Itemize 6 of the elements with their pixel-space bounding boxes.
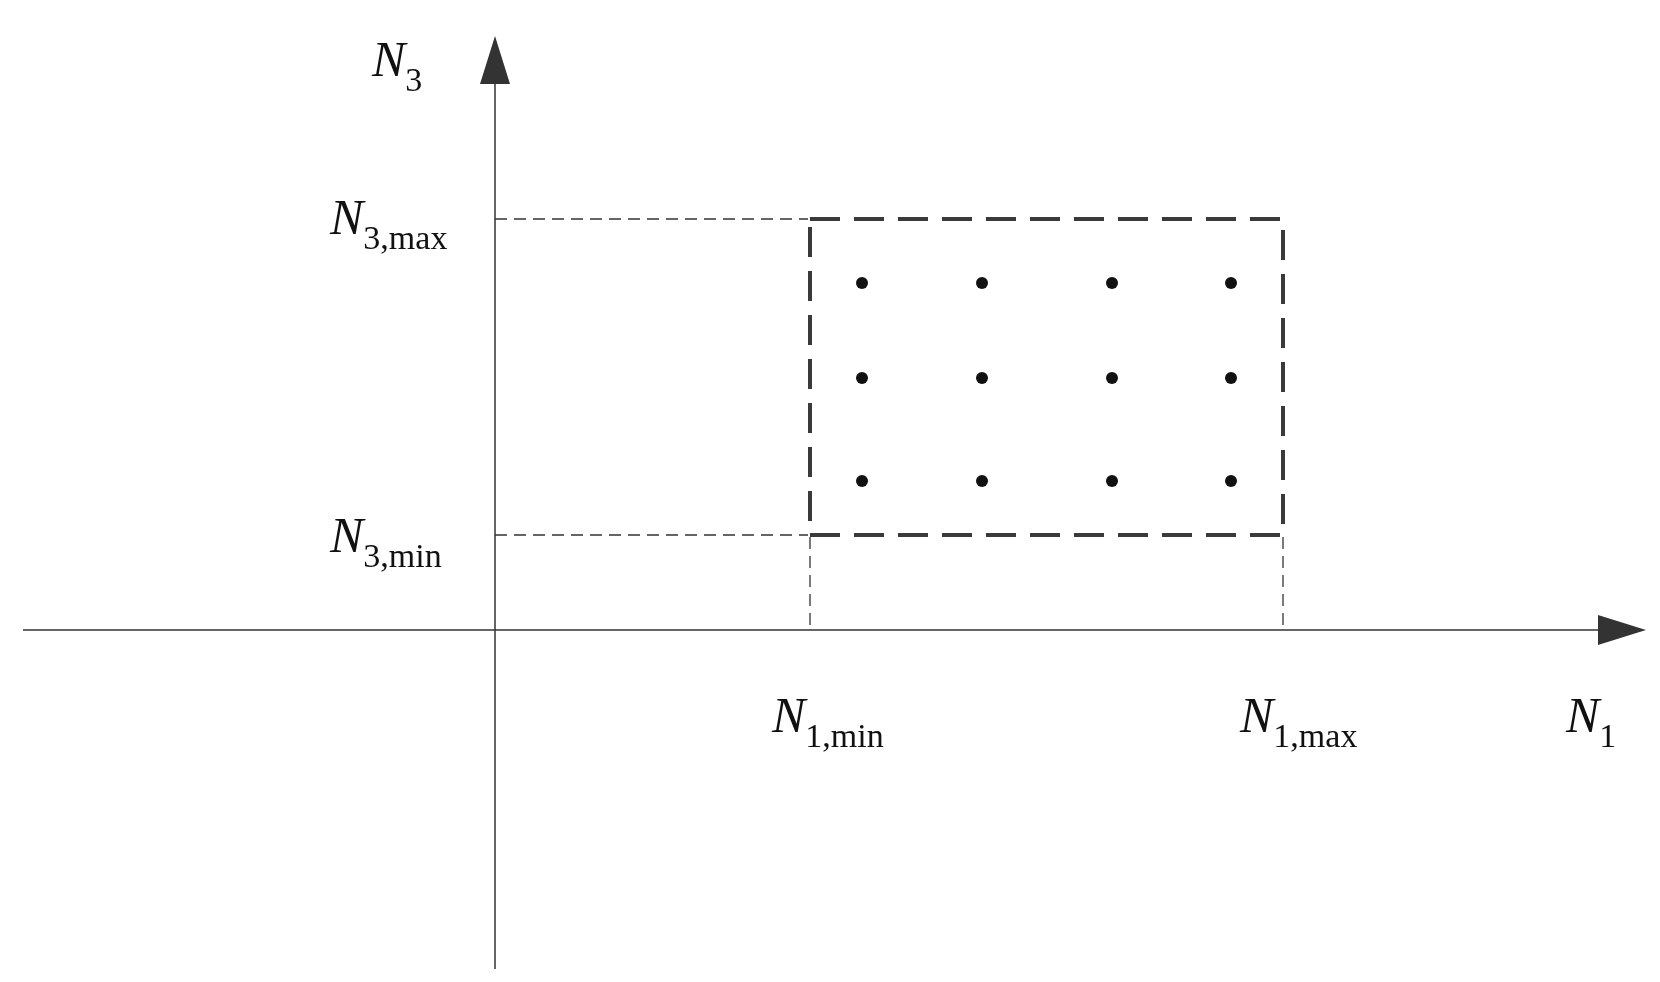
- axis-label: N$_{3}$: [372, 34, 423, 98]
- axis-tick-label: N$_{3,max}$: [330, 192, 448, 256]
- axis-label: N$_{1}$: [1566, 690, 1617, 754]
- axis-tick-label: N$_{1,min}$: [772, 690, 884, 754]
- axis-tick-label: N$_{3,min}$: [330, 510, 442, 574]
- axis-tick-label: N$_{1,max}$: [1240, 690, 1358, 754]
